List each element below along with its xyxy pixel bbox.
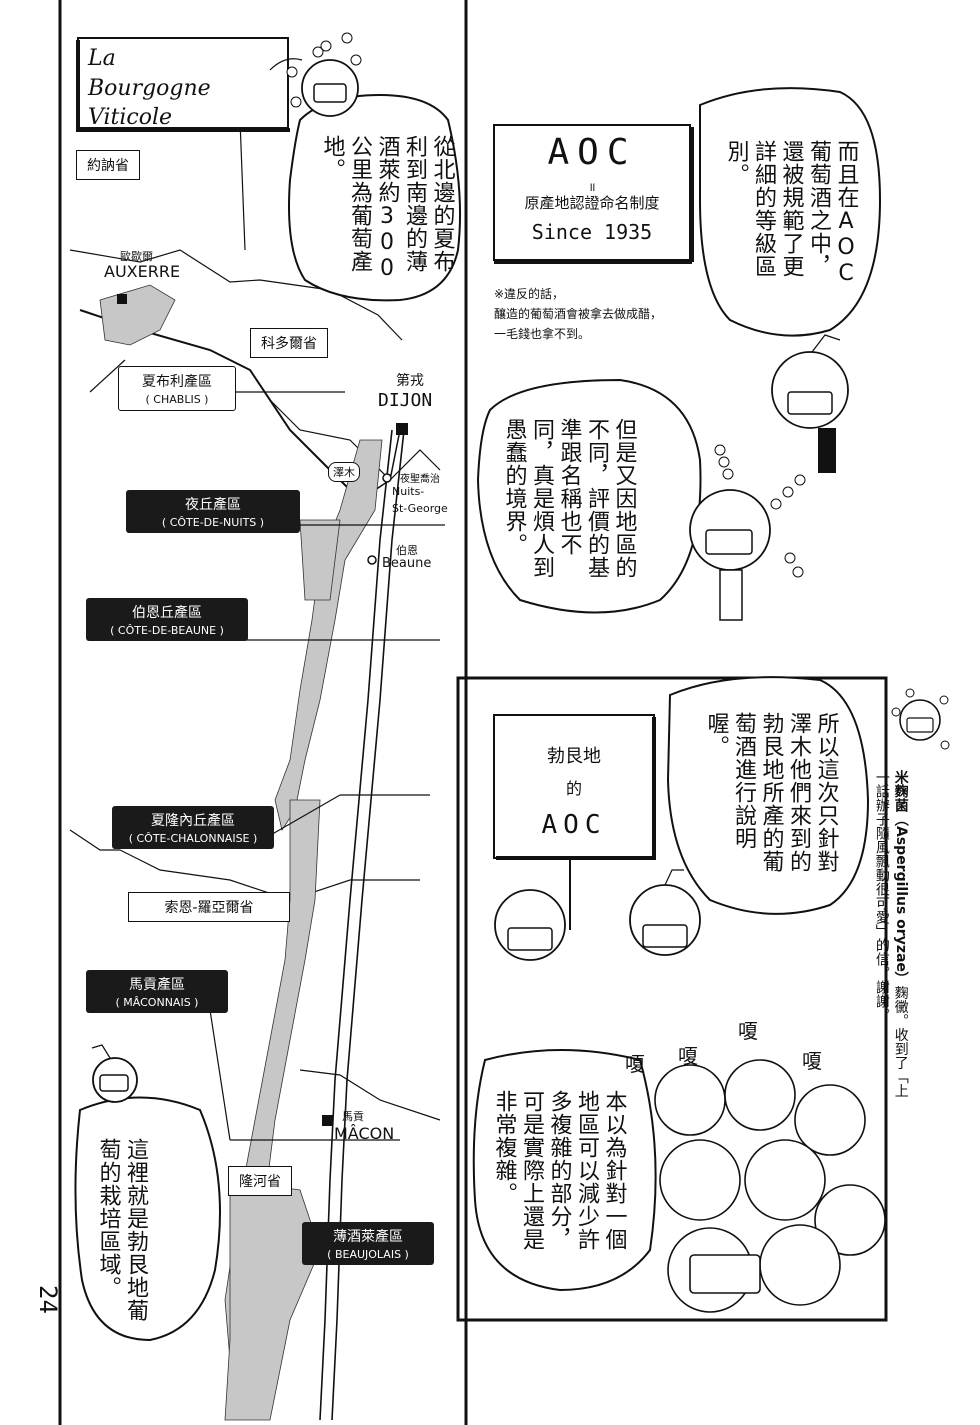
side-note: 米麴菌（Aspergillus oryzae）麴黴。收到了「上一話辦子隨風飄動很…: [872, 770, 910, 1110]
dept-yonne: 約訥省: [76, 150, 140, 180]
aoc-bubble-1-text: 而且在AOC葡萄酒之中，還被規範了更詳細的等級區別。: [723, 140, 859, 287]
region-label-cote-de-nuits: 夜丘產區 ( CÔTE-DE-NUITS ): [126, 490, 300, 533]
city-macon-zh: 馬貢: [342, 1110, 364, 1123]
dept-saone-et-loire: 索恩-羅亞爾省: [128, 892, 290, 922]
aoc-sign-since: Since 1935: [531, 220, 653, 244]
region-label-beaujolais: 薄酒萊產區 ( BEAUJOLAIS ): [302, 1222, 434, 1265]
region-name: 薄酒萊產區: [333, 1229, 403, 1245]
city-beaune: Beaune: [382, 556, 432, 571]
region-name: 夏隆內丘產區: [151, 813, 235, 829]
region-label-cote-chalonnaise: 夏隆內丘產區 ( CÔTE-CHALONNAISE ): [112, 806, 274, 849]
city-beaune-zh: 伯恩: [396, 544, 418, 557]
sfx-4: 嗄: [802, 1049, 822, 1073]
dept-rhone: 隆河省: [228, 1166, 292, 1196]
region-name: 夏布利產區: [142, 374, 212, 390]
city-nuits: Nuits- St-George: [392, 485, 448, 515]
sfx-1: 嗄: [738, 1019, 758, 1043]
region-name-fr: ( CÔTE-CHALONNAISE ): [128, 832, 258, 845]
map-title: La Bourgogne Viticole: [88, 46, 211, 131]
board-line-1: 勃艮地: [547, 746, 601, 767]
region-label-cote-de-beaune: 伯恩丘產區 ( CÔTE-DE-BEAUNE ): [86, 598, 248, 641]
page-number: 24: [34, 1285, 62, 1314]
lower-bubble-2-text: 本以為針對一個地區可以減少許多複雜的部分，可是實際上還是非常複雜。: [491, 1090, 627, 1251]
aoc-bubble-2-text: 但是又因地區的不同，評價的基準跟名稱也不同，真是煩人到愚蠢的境界。: [501, 418, 637, 579]
aoc-sign-equals: ॥: [588, 180, 596, 194]
sfx-2: 嗄: [678, 1044, 698, 1068]
dept-cote-dor: 科多爾省: [250, 328, 328, 358]
region-name-fr: ( CÔTE-DE-BEAUNE ): [110, 624, 224, 637]
board-line-2: 的: [565, 779, 582, 798]
region-label-maconnais: 馬貢產區 ( MÂCONNAIS ): [86, 970, 228, 1013]
aoc-note-line3: 一毛錢也拿不到。: [494, 327, 591, 341]
side-note-name: 米麴菌: [892, 770, 909, 812]
side-note-latin: （Aspergillus oryzae）: [892, 812, 909, 986]
region-name: 伯恩丘產區: [132, 605, 202, 621]
city-sawaki: 澤木: [328, 462, 360, 482]
city-auxerre-zh: 歐歇爾: [120, 250, 153, 263]
city-auxerre: AUXERRE: [104, 262, 181, 281]
region-name-fr: ( CÔTE-DE-NUITS ): [161, 516, 265, 529]
region-name-fr: ( MÂCONNAIS ): [115, 996, 199, 1009]
city-dijon: DIJON: [378, 390, 433, 411]
aoc-note-line2: 釀造的葡萄酒會被拿去做成醋，: [494, 307, 663, 321]
map-bubble-bottom-text: 這裡就是勃艮地葡萄的栽培區域。: [95, 1138, 149, 1322]
region-label-chablis: 夏布利產區 ( CHABLIS ): [118, 366, 236, 411]
board-line-3: AOC: [541, 810, 607, 840]
city-dijon-zh: 第戎: [396, 373, 424, 389]
city-macon: MÂCON: [334, 1124, 395, 1143]
city-nuits-zh: 夜聖喬治: [400, 474, 440, 485]
region-name-fr: ( CHABLIS ): [145, 393, 209, 406]
side-note-text: 麴黴。收到了「上一話辦子隨風飄動很可愛」的信。謝謝。: [873, 770, 909, 1098]
aoc-sign-desc: 原產地認證命名制度: [524, 194, 660, 212]
region-name: 馬貢產區: [129, 977, 185, 993]
region-name: 夜丘產區: [185, 497, 241, 513]
aoc-sign-title: AOC: [547, 132, 637, 173]
map-bubble-top-text: 從北邊的夏布利到南邊的薄酒萊約300公里為葡萄產地。: [319, 135, 455, 282]
lower-bubble-1-text: 所以這次只針對澤木他們來到的勃艮地所產的葡萄酒進行說明喔。: [703, 712, 839, 873]
aoc-note-line1: ※違反的話，: [494, 287, 565, 301]
region-name-fr: ( BEAUJOLAIS ): [327, 1248, 409, 1261]
sfx-3: 嗄: [625, 1052, 645, 1076]
